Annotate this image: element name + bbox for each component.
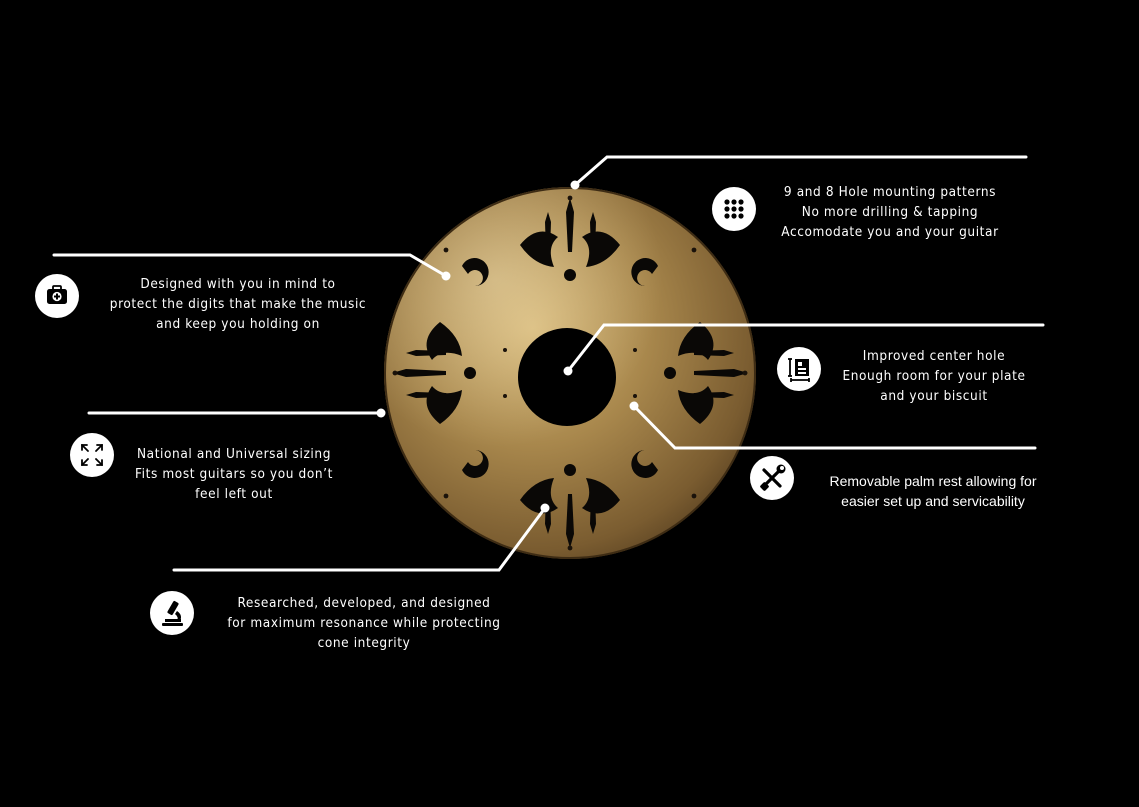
callout-mounting-line-1: 9 and 8 Hole mounting patterns xyxy=(783,184,997,200)
callout-mounting: 9 and 8 Hole mounting patterns No more d… xyxy=(765,182,1015,242)
leader-design xyxy=(52,253,448,278)
callout-mounting-line-2: No more drilling & tapping xyxy=(801,204,979,220)
first-aid-kit-icon xyxy=(35,274,79,318)
callout-sizing-line-2: Fits most guitars so you don’t xyxy=(135,466,333,482)
callout-leader-lines xyxy=(52,155,1045,572)
callout-center-hole: Improved center hole Enough room for you… xyxy=(824,346,1044,406)
callout-design-line-2: protect the digits that make the music xyxy=(109,296,367,312)
callout-center-hole-line-1: Improved center hole xyxy=(862,348,1006,364)
callout-center-hole-line-2: Enough room for your plate xyxy=(842,368,1026,384)
callout-center-hole-line-3: and your biscuit xyxy=(880,388,988,404)
callout-sizing: National and Universal sizing Fits most … xyxy=(124,444,344,504)
mounting-holes xyxy=(392,195,748,551)
measure-layout-icon xyxy=(777,347,821,391)
callout-research-line-2: for maximum resonance while protecting xyxy=(227,615,501,631)
callout-research-line-1: Researched, developed, and designed xyxy=(237,595,491,611)
microscope-icon xyxy=(150,591,194,635)
leader-research xyxy=(172,506,547,572)
leader-center-hole xyxy=(566,323,1045,373)
callout-research: Researched, developed, and designed for … xyxy=(219,593,509,653)
callout-design-line-3: and keep you holding on xyxy=(156,316,320,332)
center-hole xyxy=(518,328,616,426)
hole-pattern-icon xyxy=(712,187,756,231)
callout-palm-rest-line-1: Removable palm rest allowing for xyxy=(829,473,1037,489)
callout-research-line-3: cone integrity xyxy=(317,635,411,651)
callout-sizing-line-1: National and Universal sizing xyxy=(136,446,332,462)
callout-mounting-line-3: Accomodate you and your guitar xyxy=(781,224,999,240)
callout-design-line-1: Designed with you in mind to xyxy=(140,276,336,292)
leader-mounting xyxy=(573,155,1028,187)
callout-design: Designed with you in mind to protect the… xyxy=(98,274,378,334)
ornament-cutouts xyxy=(392,198,748,548)
tools-icon xyxy=(750,456,794,500)
expand-arrows-icon xyxy=(70,433,114,477)
callout-anchor-dots xyxy=(376,180,639,513)
callout-palm-rest: Removable palm rest allowing for easier … xyxy=(818,471,1048,511)
callout-sizing-line-3: feel left out xyxy=(195,486,273,502)
leader-palm-rest xyxy=(632,404,1037,450)
callout-palm-rest-line-2: easier set up and servicability xyxy=(841,493,1025,509)
